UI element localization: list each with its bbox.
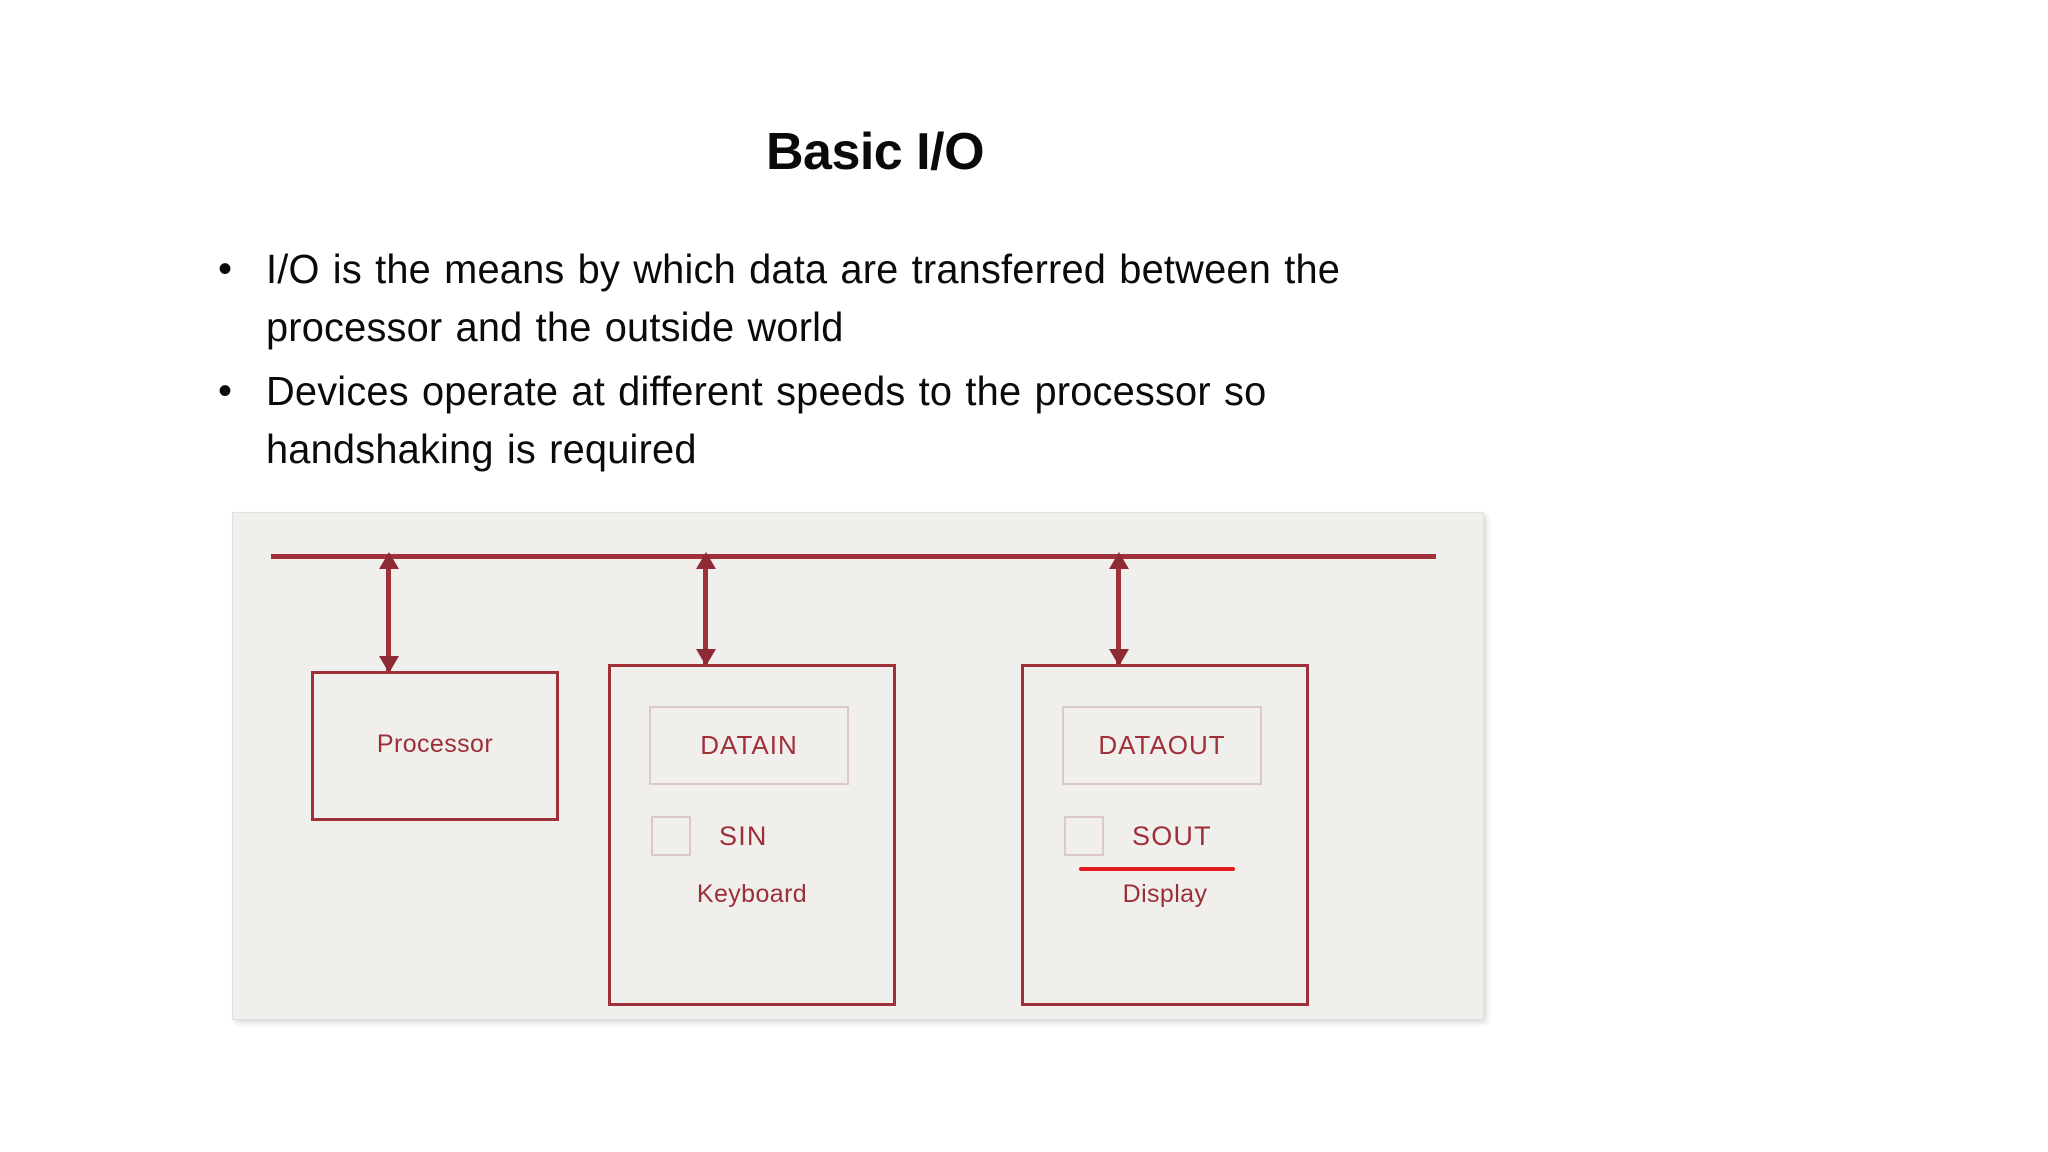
arrow-down-icon xyxy=(1108,649,1129,666)
keyboard-box: DATAIN SIN Keyboard xyxy=(608,664,896,1006)
processor-box: Processor xyxy=(311,671,559,821)
sin-label: SIN xyxy=(719,820,768,851)
io-diagram: Processor DATAIN SIN Keyboard DATAOUT SO… xyxy=(232,512,1484,1020)
display-label: Display xyxy=(1122,880,1208,908)
arrow-down-icon xyxy=(378,656,399,673)
arrow-up-icon xyxy=(1108,552,1129,569)
sout-checkbox[interactable] xyxy=(1064,816,1104,856)
arrow-up-icon xyxy=(378,552,399,569)
diagram-canvas: Processor DATAIN SIN Keyboard DATAOUT SO… xyxy=(233,513,1483,1019)
connector-processor xyxy=(378,552,399,673)
sin-checkbox[interactable] xyxy=(651,816,691,856)
arrow-up-icon xyxy=(695,552,716,569)
dataout-register: DATAOUT xyxy=(1062,706,1262,785)
list-item: • I/O is the means by which data are tra… xyxy=(218,240,1468,356)
system-bus-line xyxy=(271,554,1436,559)
display-box: DATAOUT SOUT Display xyxy=(1021,664,1309,1006)
bullet-marker-icon: • xyxy=(218,369,233,413)
connector-keyboard xyxy=(695,552,716,666)
datain-register: DATAIN xyxy=(649,706,849,785)
sin-flag-row: SIN xyxy=(651,816,768,856)
sout-annotation-underline xyxy=(1079,867,1235,871)
connector-display xyxy=(1108,552,1129,666)
processor-label: Processor xyxy=(376,730,494,758)
keyboard-label: Keyboard xyxy=(696,880,808,908)
sout-flag-row: SOUT xyxy=(1064,816,1212,856)
bullet-marker-icon: • xyxy=(218,247,233,291)
page-title: Basic I/O xyxy=(765,123,985,181)
bullet-text: Devices operate at different speeds to t… xyxy=(266,368,1267,472)
sout-label: SOUT xyxy=(1132,820,1212,851)
bullet-list: • I/O is the means by which data are tra… xyxy=(218,240,1468,484)
arrow-down-icon xyxy=(695,649,716,666)
list-item: • Devices operate at different speeds to… xyxy=(218,362,1468,478)
bullet-text: I/O is the means by which data are trans… xyxy=(266,246,1341,350)
